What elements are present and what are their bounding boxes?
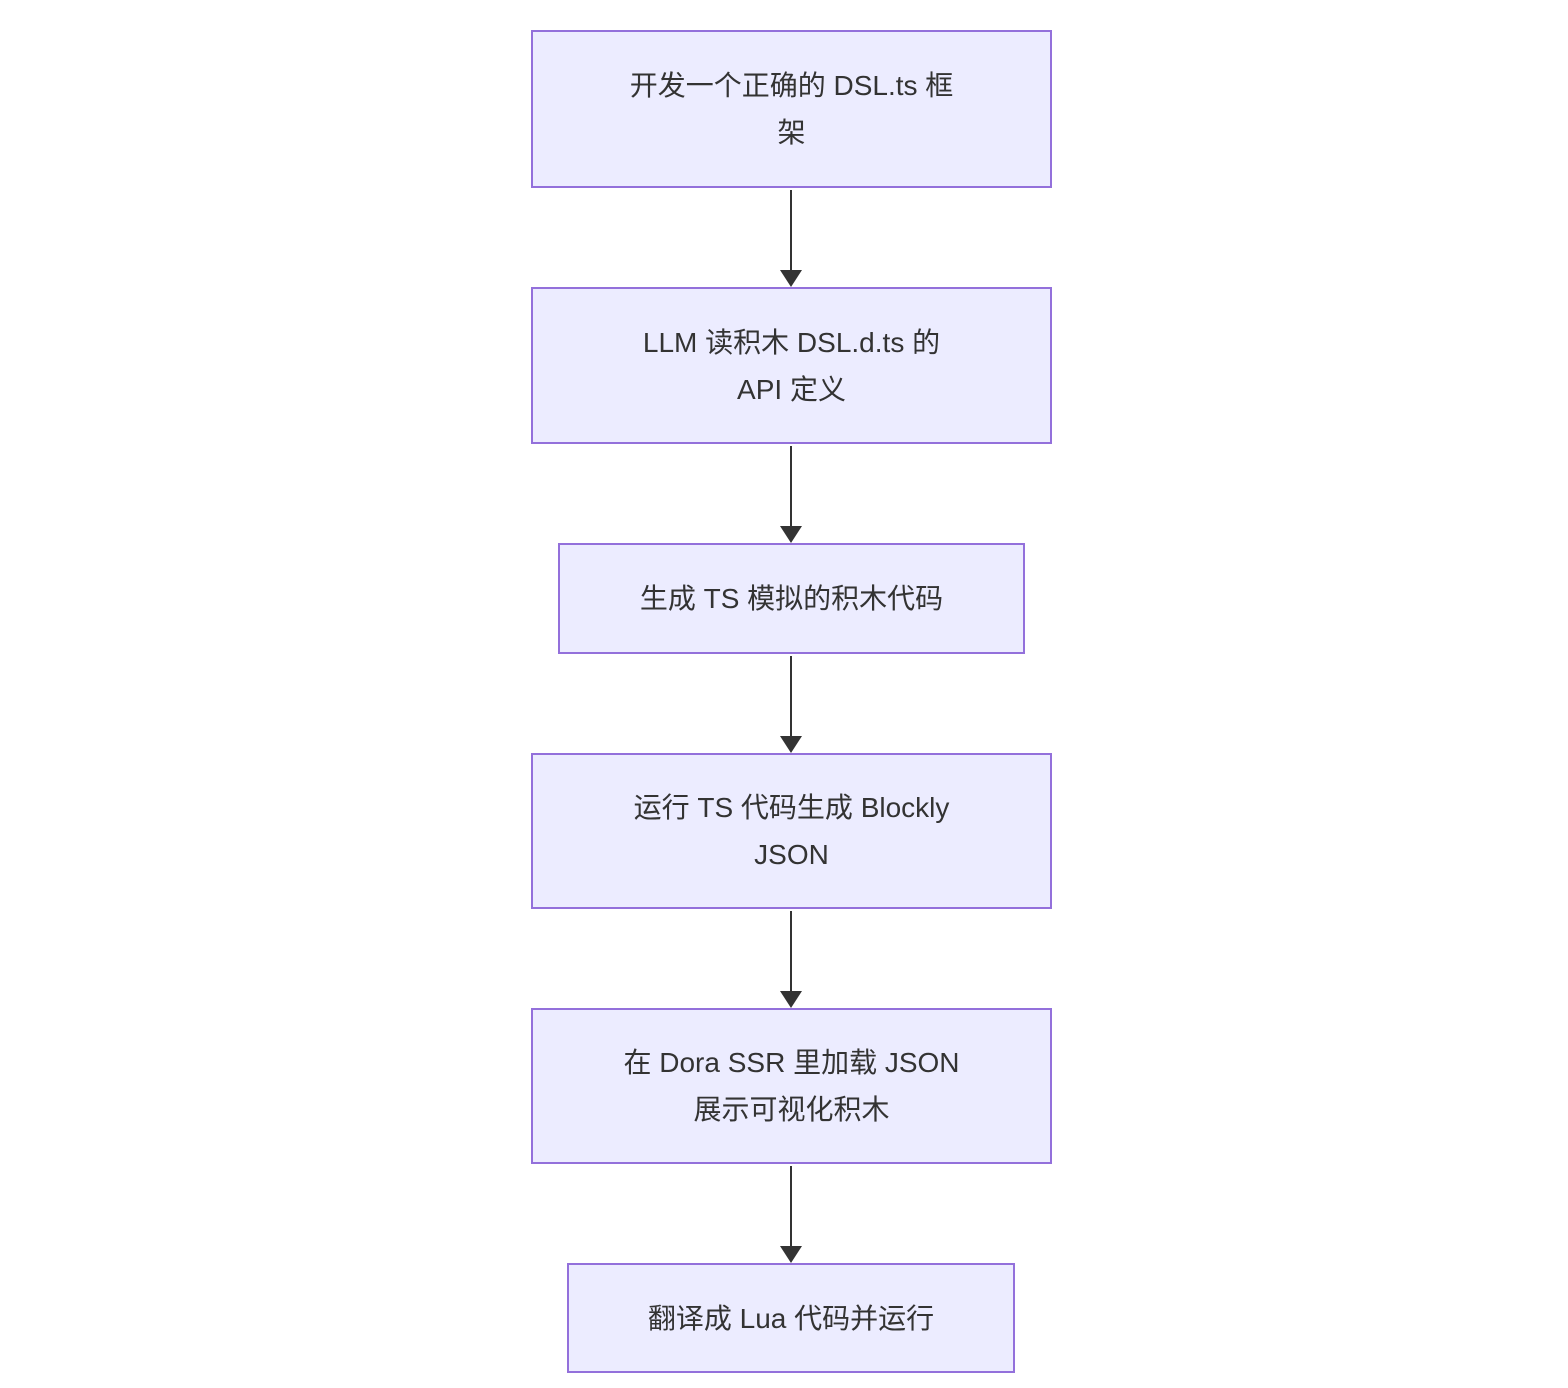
node-label-line: JSON [754,839,829,870]
arrowhead-down-icon [780,526,802,543]
flow-node-load-json-dora-ssr: 在 Dora SSR 里加载 JSON 展示可视化积木 [531,1008,1052,1164]
node-label-line: 生成 TS 模拟的积木代码 [639,583,944,614]
flow-node-translate-lua-run: 翻译成 Lua 代码并运行 [567,1263,1015,1373]
arrow-shaft [789,446,793,526]
node-label-line: LLM 读积木 DSL.d.ts 的 [642,326,941,358]
node-label-line: 开发一个正确的 DSL.ts 框 [629,70,954,101]
flow-node-run-ts-generate-blockly-json: 运行 TS 代码生成 Blockly JSON [531,753,1052,909]
arrowhead-down-icon [780,991,802,1008]
edge-arrow-4 [778,911,804,1008]
node-label-line: 翻译成 Lua 代码并运行 [647,1302,935,1334]
edge-arrow-1 [778,190,804,287]
node-label-line: 展示可视化积木 [693,1094,890,1125]
arrowhead-down-icon [780,270,802,287]
arrow-shaft [789,190,793,270]
arrow-shaft [789,1166,793,1246]
arrowhead-down-icon [780,1246,802,1263]
arrow-shaft [789,656,793,736]
node-label-line: API 定义 [737,373,846,405]
node-label-line: 架 [777,117,806,148]
flow-node-llm-read-api-definition: LLM 读积木 DSL.d.ts 的 API 定义 [531,287,1052,444]
edge-arrow-3 [778,656,804,753]
node-label-line: 运行 TS 代码生成 Blockly [633,792,950,823]
arrow-shaft [789,911,793,991]
flow-node-generate-ts-block-code: 生成 TS 模拟的积木代码 [558,543,1025,654]
edge-arrow-5 [778,1166,804,1263]
edge-arrow-2 [778,446,804,543]
node-label-line: 在 Dora SSR 里加载 JSON [623,1047,960,1078]
arrowhead-down-icon [780,736,802,753]
flow-node-develop-dsl-framework: 开发一个正确的 DSL.ts 框 架 [531,30,1052,188]
